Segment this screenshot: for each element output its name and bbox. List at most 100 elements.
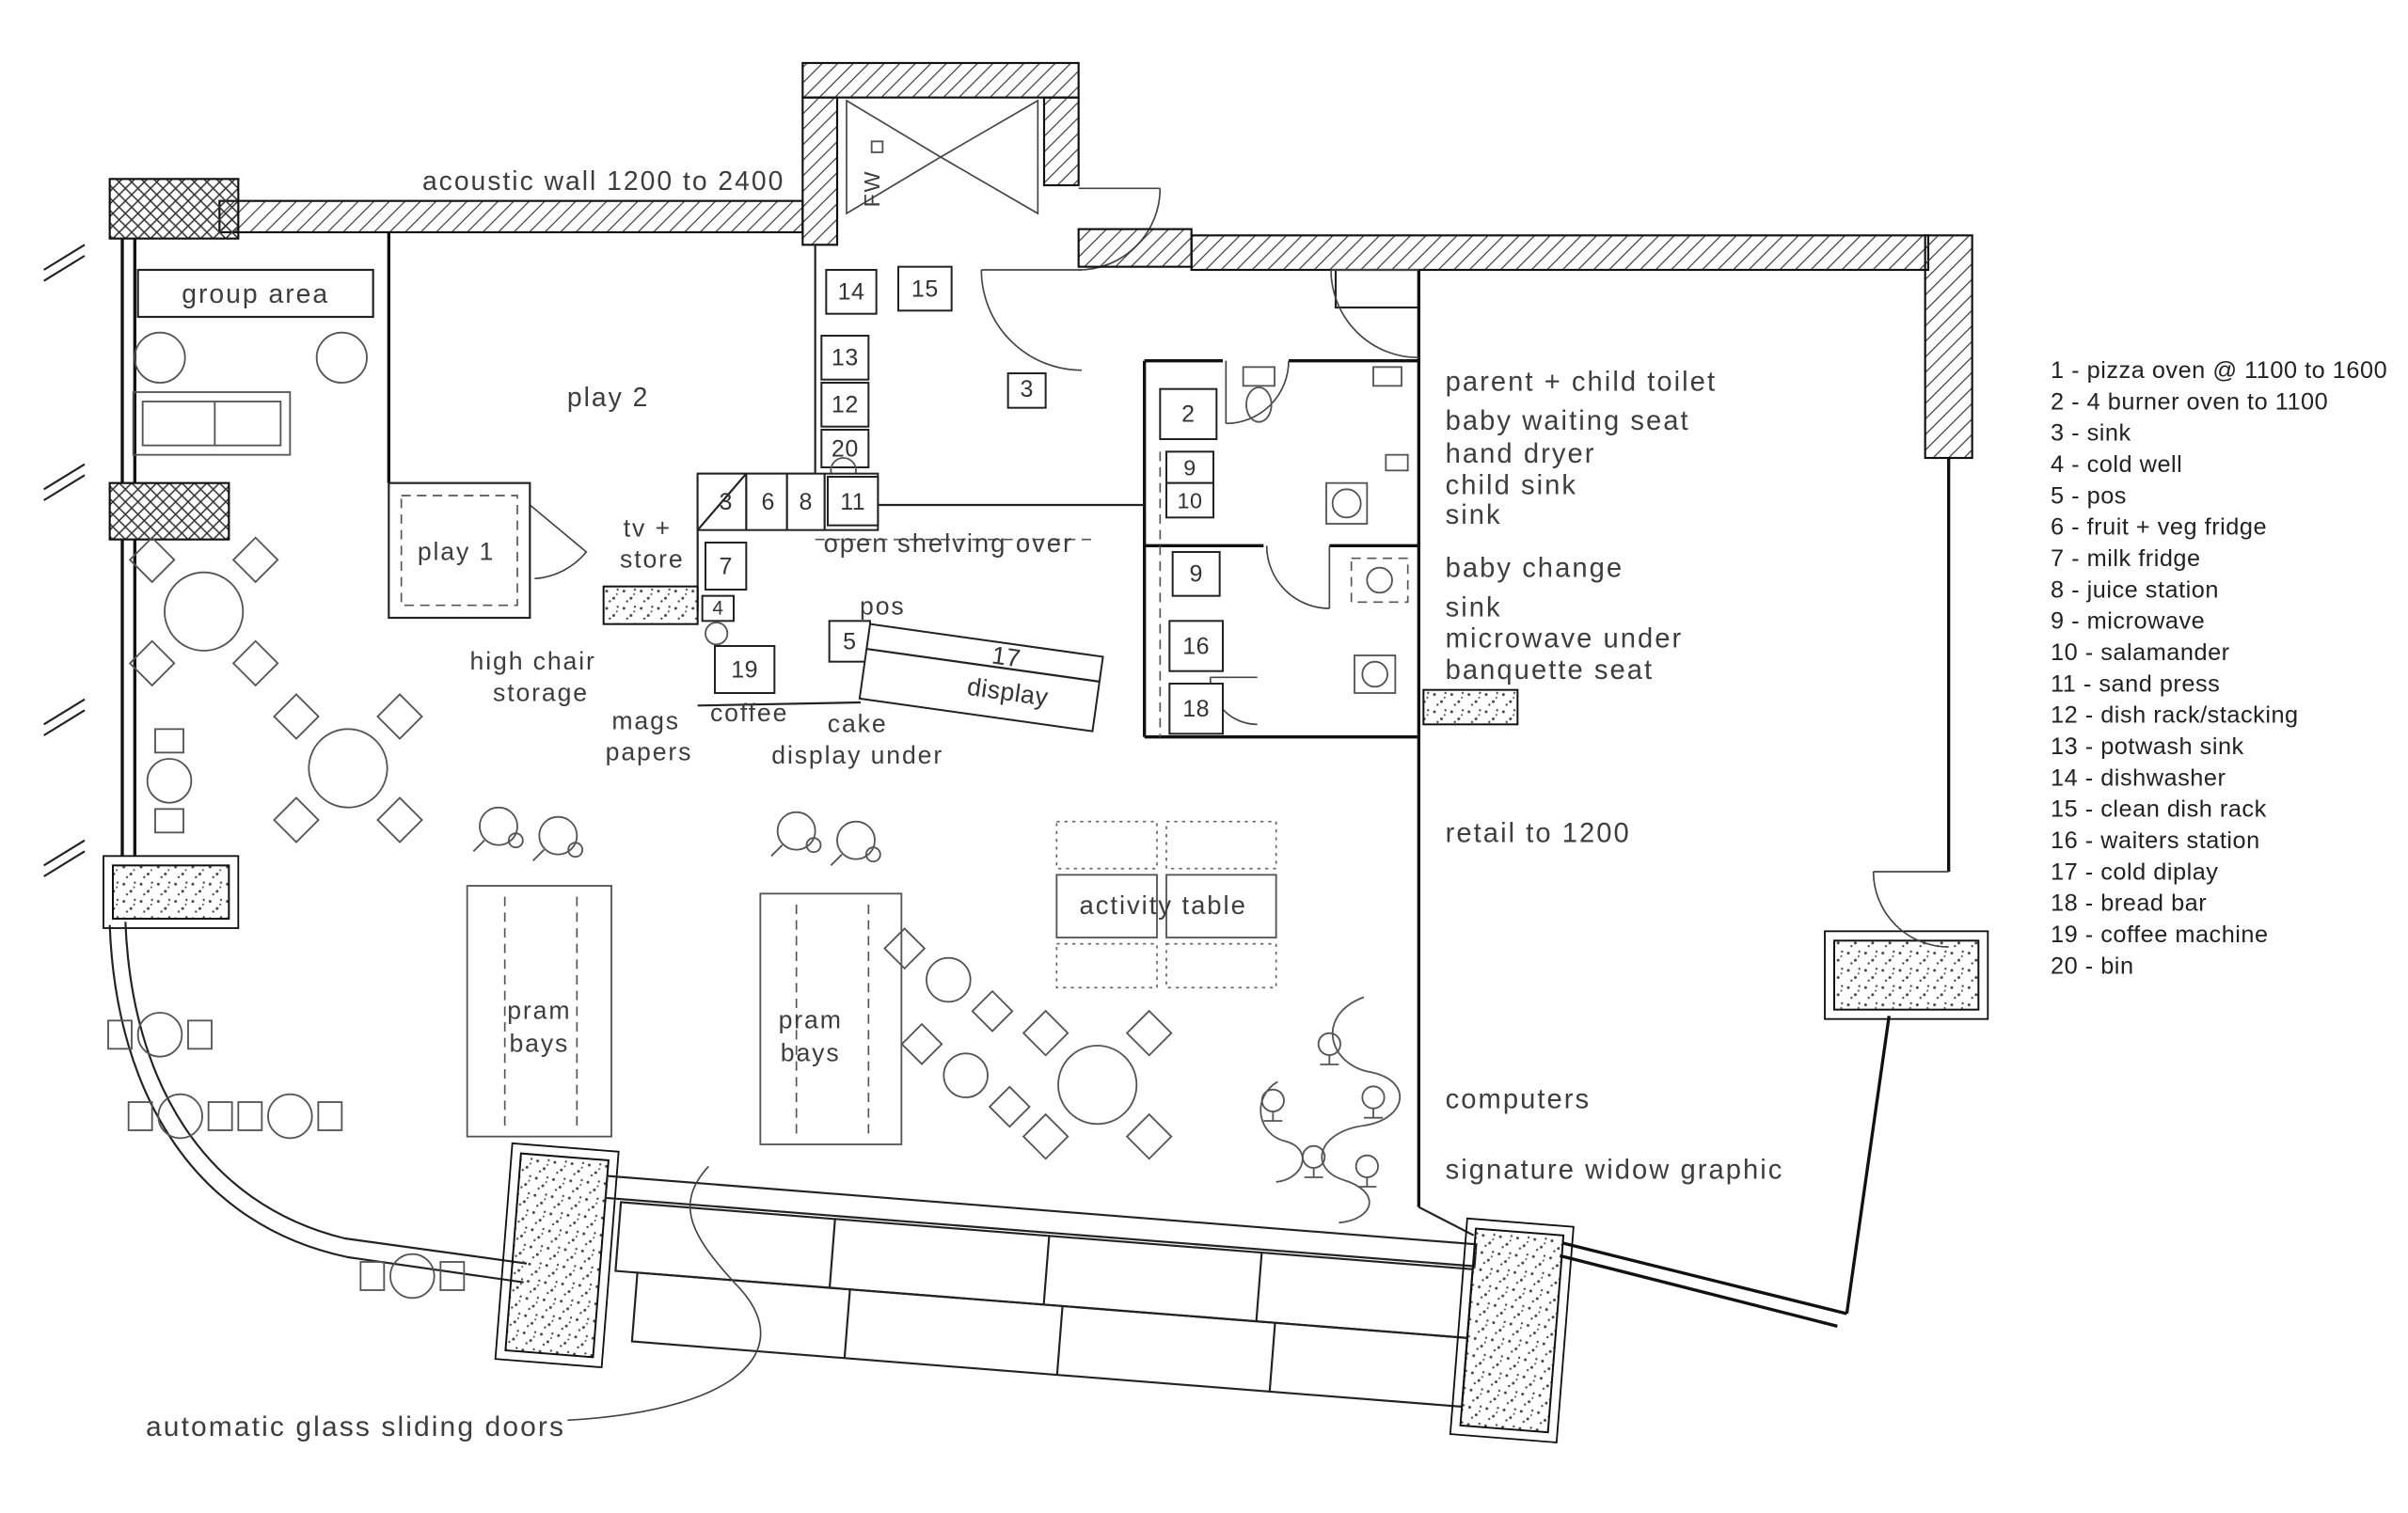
- tag-14: 14: [838, 279, 865, 306]
- tag-6: 6: [761, 489, 774, 515]
- legend-item: 15 - clean dish rack: [2051, 796, 2267, 823]
- wall-corner-block-topleft: [108, 178, 240, 240]
- tag-18: 18: [1182, 696, 1210, 722]
- sink-bowl-2: [1361, 660, 1388, 688]
- group-area: group area: [132, 268, 374, 456]
- wall-top-right: [1190, 234, 1930, 272]
- tag-8: 8: [799, 489, 812, 515]
- legend-item: 19 - coffee machine: [2051, 922, 2269, 948]
- babychange-door-arc: [1265, 545, 1331, 609]
- legend-item: 2 - 4 burner oven to 1100: [2051, 388, 2328, 415]
- play1-mat: [400, 495, 518, 607]
- tag-15: 15: [911, 276, 939, 302]
- pos-label: pos: [860, 592, 906, 621]
- equip-4-cold-well: [701, 594, 735, 623]
- sink-counter-2: [1354, 654, 1397, 694]
- cake-label-1: cake: [828, 710, 888, 738]
- legend: 1 - pizza oven @ 1100 to 1600 2 - 4 burn…: [2051, 357, 2387, 979]
- tag-19: 19: [731, 656, 758, 683]
- computers-label: computers: [1446, 1085, 1592, 1115]
- fw-marker: [870, 140, 884, 153]
- fw-label: FW: [860, 170, 884, 208]
- sofa-cushions: [141, 401, 282, 447]
- pram-bay-outline: [466, 885, 612, 1138]
- legend-item: 6 - fruit + veg fridge: [2051, 514, 2267, 541]
- tag-13: 13: [832, 345, 859, 371]
- partition-connector: [1418, 1206, 1475, 1237]
- bench-bottom-left: [1055, 942, 1158, 989]
- tag-12: 12: [832, 392, 859, 418]
- legend-item: 3 - sink: [2051, 420, 2131, 447]
- door-post-right: [1459, 1227, 1565, 1434]
- tag-16: 16: [1182, 633, 1210, 659]
- sofa: [132, 391, 292, 456]
- tag-4: 4: [712, 598, 723, 620]
- high-chair-label-2: storage: [493, 678, 589, 706]
- tag-2: 2: [1181, 402, 1195, 428]
- tag-17: 17: [990, 641, 1023, 673]
- door-panel-row-2: [630, 1271, 1469, 1409]
- sink-bowl-1: [1331, 488, 1362, 519]
- toilet-fixtures: [1242, 366, 1519, 726]
- hand-dryer-label: hand dryer: [1446, 439, 1596, 469]
- mags-label-1: mags: [611, 706, 680, 734]
- pram-label-2b: bays: [781, 1039, 841, 1067]
- panel-dividers-1: [828, 1219, 1263, 1322]
- equip-2-burner-oven: [1159, 387, 1218, 440]
- play1-door-arc: [529, 504, 588, 580]
- cold-display-shelf: [866, 648, 1101, 683]
- pram-label-1a: pram: [507, 997, 571, 1025]
- legend-item: 13 - potwash sink: [2051, 733, 2244, 760]
- pram-label-1b: bays: [509, 1030, 569, 1058]
- equip-5-pos: [828, 620, 871, 663]
- bench-top-right: [1165, 820, 1277, 870]
- interior-walls: [387, 232, 1475, 1237]
- cake-label-2: display under: [771, 741, 943, 769]
- parent-child-toilet-label: parent + child toilet: [1446, 367, 1717, 397]
- right-annotations: parent + child toilet baby waiting seat …: [1446, 367, 1782, 1185]
- table-left: [1055, 874, 1158, 938]
- sink-counter-1: [1325, 481, 1369, 525]
- legend-item: 8 - juice station: [2051, 576, 2219, 603]
- bar-front-line: [697, 701, 862, 707]
- door-post-left: [504, 1152, 610, 1359]
- toilet-pan-1: [1245, 386, 1273, 423]
- entry-door-leaf-right: [939, 99, 1039, 215]
- activity-table: activity table: [1055, 820, 1277, 989]
- microwave-under-label: microwave under: [1446, 624, 1684, 654]
- legend-item: 4 - cold well: [2051, 451, 2182, 478]
- mags-label-2: papers: [606, 738, 693, 766]
- wall-right-lower: [1845, 1016, 1891, 1315]
- equip-14-dishwasher: [825, 269, 878, 315]
- legend-item: 10 - salamander: [2051, 639, 2230, 666]
- play-areas: play 2 play 1 tv + store high chair stor…: [388, 383, 699, 766]
- kitchen-door-arc: [980, 269, 1083, 371]
- wall-top-mid: [1077, 228, 1193, 268]
- pram-bay-lines: [503, 896, 578, 1126]
- equip-17-cold-display: 17 display: [858, 623, 1104, 733]
- glass-wall-curved-2: [108, 924, 524, 1284]
- group-table-2: [315, 331, 368, 384]
- wall-right-corner: [1924, 234, 1973, 460]
- toilet-cistern-1: [1242, 366, 1275, 387]
- sink-slash: [696, 472, 748, 531]
- pram-bay-outline: [759, 892, 903, 1145]
- sliding-door-assembly: [494, 1142, 1575, 1443]
- equip-11-sand-press: [827, 475, 879, 527]
- table-right: [1165, 874, 1277, 938]
- legend-item: 1 - pizza oven @ 1100 to 1600: [2051, 357, 2387, 384]
- legend-item: 7 - milk fridge: [2051, 545, 2201, 572]
- legend-item: 12 - dish rack/stacking: [2051, 702, 2299, 729]
- door-post-frame-right: [1449, 1217, 1575, 1443]
- tag-10: 10: [1178, 488, 1203, 512]
- right-block-frame: [1824, 930, 1989, 1020]
- computers-area: [1259, 996, 1401, 1224]
- wall-block-left-mid: [108, 481, 230, 541]
- cold-display-box: [858, 623, 1104, 733]
- equip-16-waiters-station: [1168, 620, 1224, 672]
- door-post-frame-left: [494, 1142, 620, 1369]
- doors-leader-line: [567, 1165, 762, 1422]
- legend-item: 5 - pos: [2051, 482, 2127, 509]
- equip-9b-microwave: [1171, 550, 1221, 597]
